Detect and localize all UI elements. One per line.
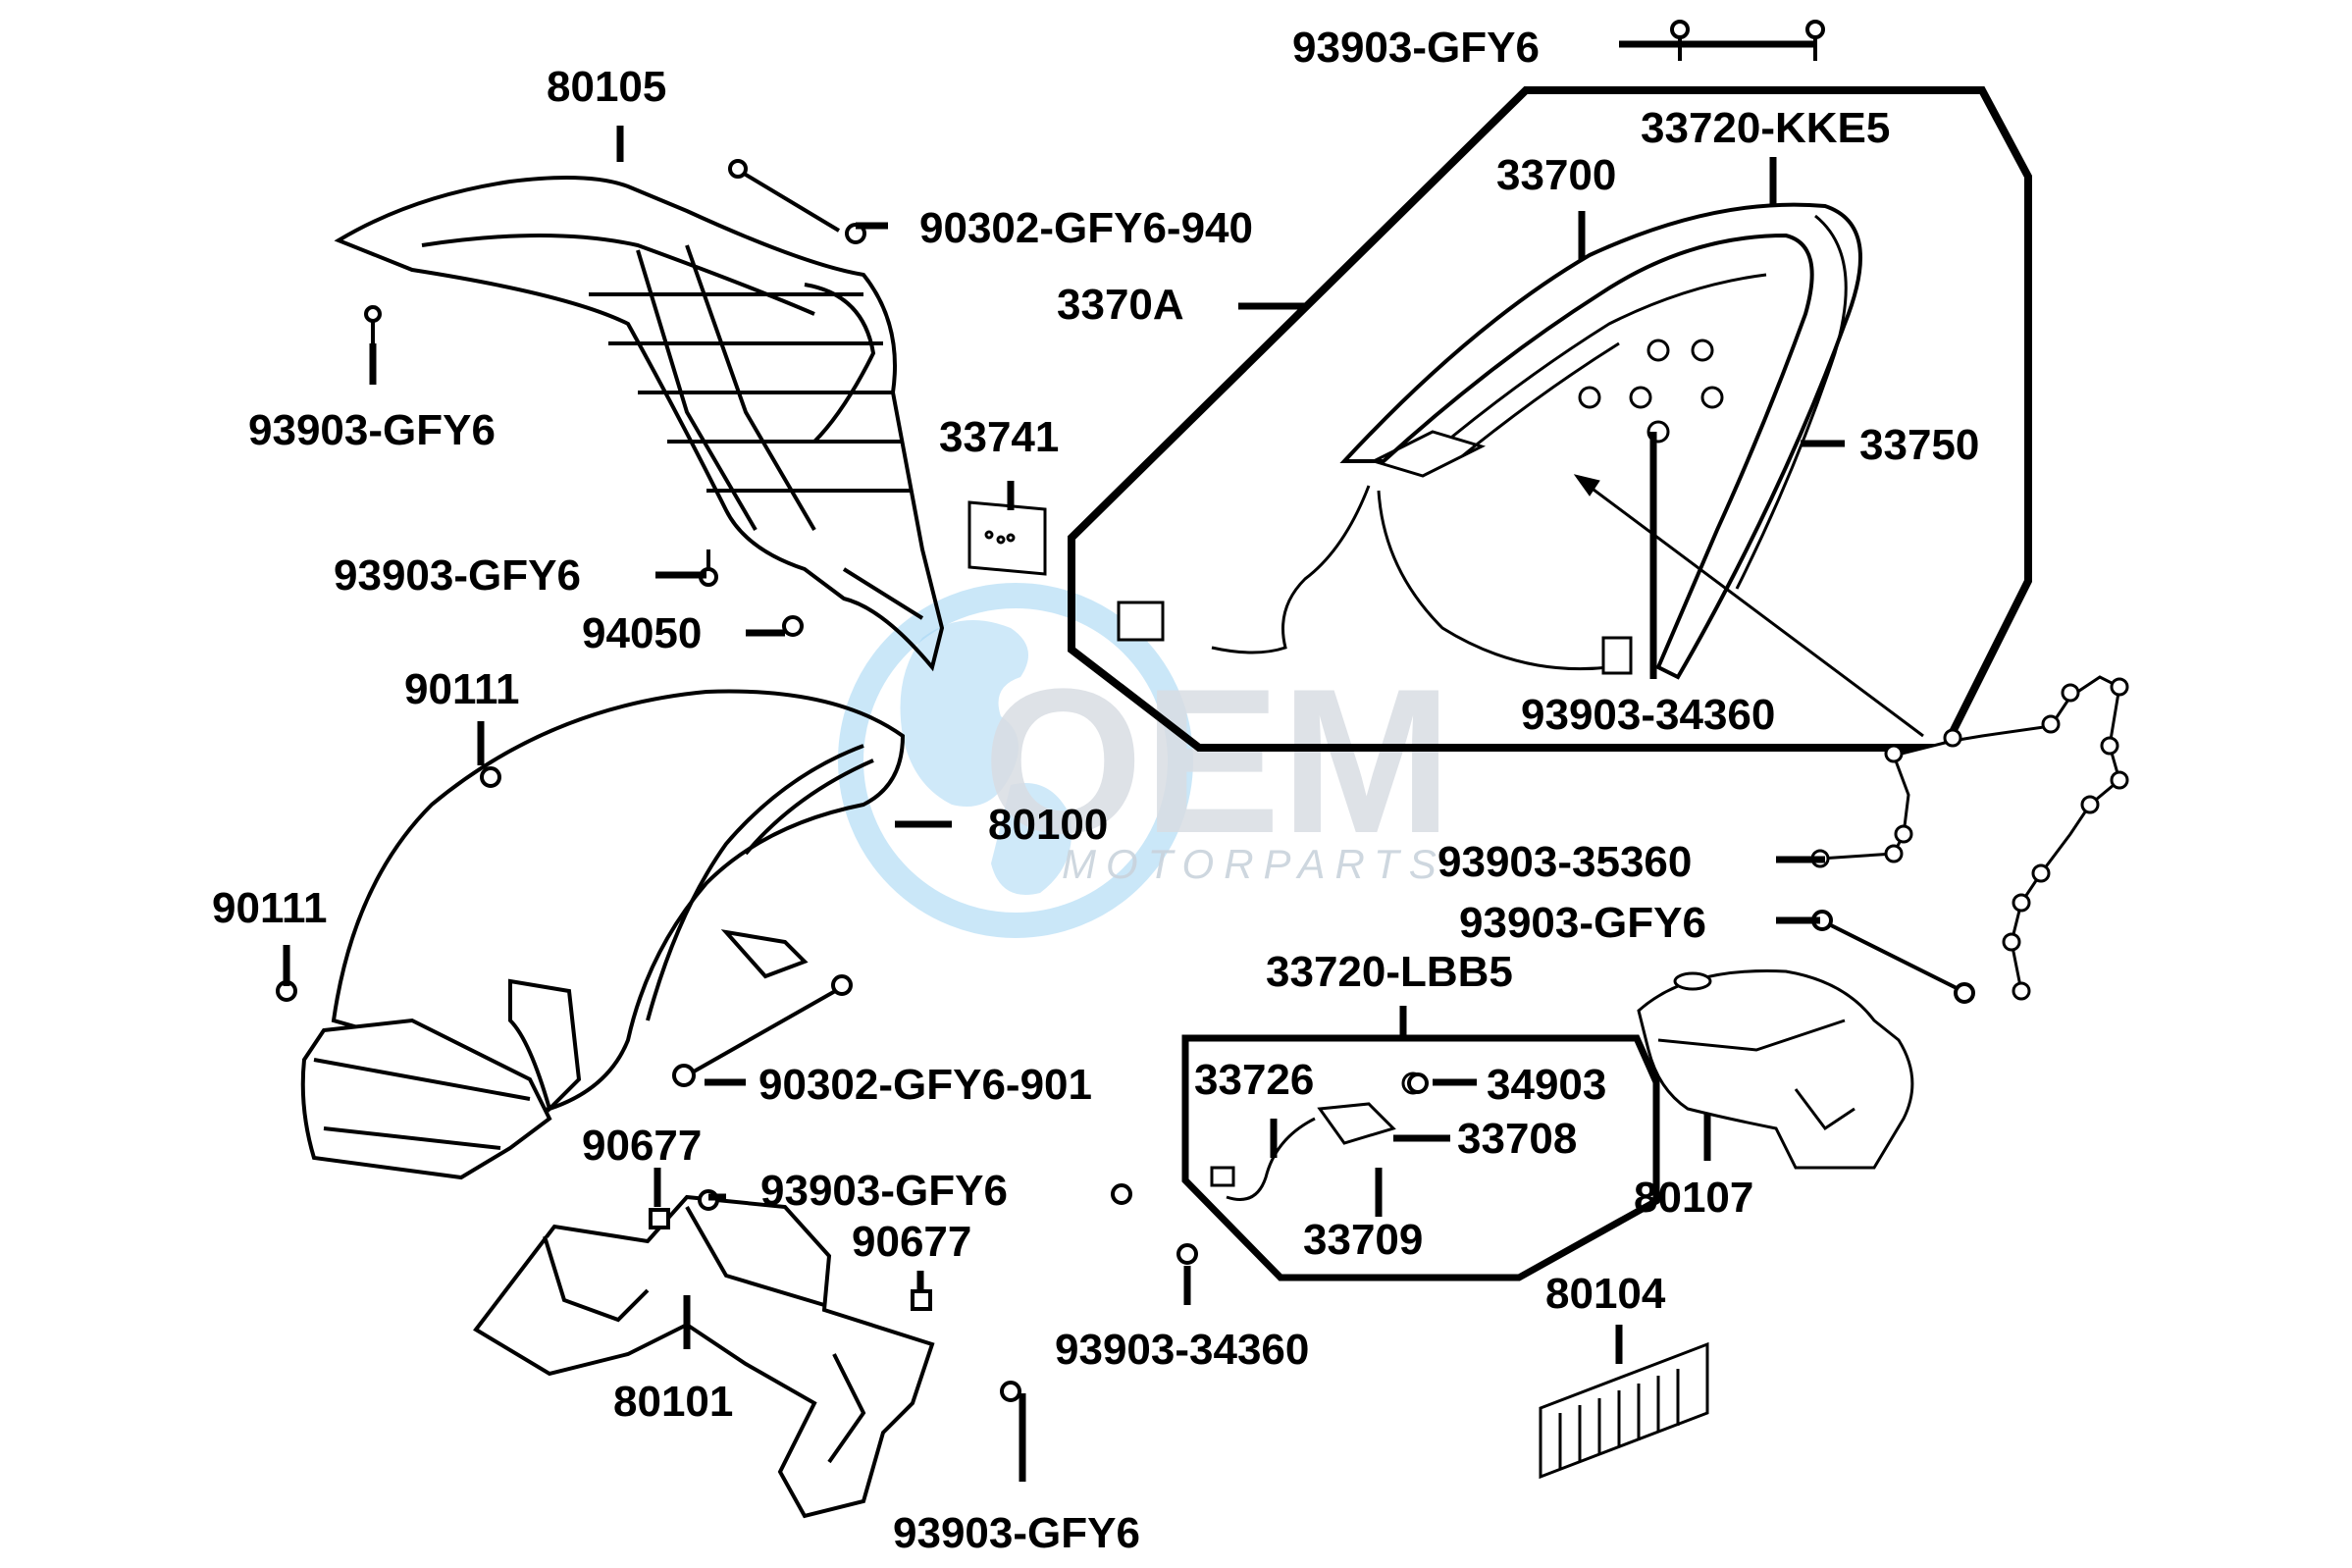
fasteners xyxy=(276,20,2129,1402)
label-90111-upper: 90111 xyxy=(404,665,520,713)
label-80101: 80101 xyxy=(613,1378,733,1426)
label-33720-kke5: 33720-KKE5 xyxy=(1641,104,1890,152)
label-90677-right: 90677 xyxy=(852,1218,971,1266)
part-80101-mudguard xyxy=(473,1194,935,1519)
license-light-wire xyxy=(1226,1117,1316,1201)
label-33726: 33726 xyxy=(1194,1056,1314,1104)
label-33750: 33750 xyxy=(1859,421,1979,469)
label-93903-34360-lower: 93903-34360 xyxy=(1055,1326,1309,1374)
part-80104-plate xyxy=(1539,1341,1709,1480)
watermark-tagline: MOTORPARTS xyxy=(1062,841,1446,887)
label-93903-gfy6-right: 93903-GFY6 xyxy=(1459,899,1706,947)
part-33741-plate xyxy=(967,500,1047,576)
label-33720-lbb5: 33720-LBB5 xyxy=(1266,948,1513,996)
label-80107: 80107 xyxy=(1634,1174,1753,1222)
part-labels: 93903-GFY6 80105 33720-KKE5 33700 90302-… xyxy=(212,24,1979,1557)
label-94050: 94050 xyxy=(582,609,702,657)
taillight-wire xyxy=(1211,485,1371,654)
part-80100-fender xyxy=(300,689,906,1180)
label-3370a: 3370A xyxy=(1057,281,1184,329)
housing-screws xyxy=(1578,339,1724,444)
label-33700: 33700 xyxy=(1496,151,1616,199)
label-93903-34360-upper: 93903-34360 xyxy=(1521,691,1775,739)
label-33741: 33741 xyxy=(939,413,1059,461)
label-80104: 80104 xyxy=(1545,1270,1666,1318)
label-93903-35360: 93903-35360 xyxy=(1437,838,1692,886)
label-33709: 33709 xyxy=(1303,1216,1423,1264)
label-93903-gfy6-mid: 93903-GFY6 xyxy=(334,551,581,600)
label-90302-gfy6-901: 90302-GFY6-901 xyxy=(758,1061,1092,1109)
screw-chain xyxy=(1810,675,2129,1001)
label-90302-gfy6-940: 90302-GFY6-940 xyxy=(919,204,1253,252)
part-80107-bracket xyxy=(1637,969,1914,1170)
label-93903-gfy6-top: 93903-GFY6 xyxy=(1292,24,1540,72)
label-93903-gfy6-left: 93903-GFY6 xyxy=(248,406,496,454)
license-light-group xyxy=(1181,1034,1660,1281)
label-93903-gfy6-bottom: 93903-GFY6 xyxy=(893,1509,1140,1557)
label-33708: 33708 xyxy=(1457,1115,1577,1163)
leader-lines xyxy=(283,40,1845,1482)
label-90677-left: 90677 xyxy=(582,1122,702,1170)
taillight-lens xyxy=(1339,202,1862,680)
label-93903-gfy6-low: 93903-GFY6 xyxy=(760,1167,1008,1215)
label-80100: 80100 xyxy=(988,801,1108,849)
watermark-brand: OEM xyxy=(983,646,1452,876)
label-80105: 80105 xyxy=(547,63,666,111)
part-80105-fender xyxy=(334,176,945,672)
watermark: OEM MOTORPARTS xyxy=(838,583,1452,938)
license-light-group-outline xyxy=(1181,1034,1660,1281)
connector-plug xyxy=(1117,601,1165,642)
taillight-group xyxy=(1068,86,2032,752)
label-34903: 34903 xyxy=(1487,1061,1606,1109)
label-90111-lower: 90111 xyxy=(212,884,328,932)
